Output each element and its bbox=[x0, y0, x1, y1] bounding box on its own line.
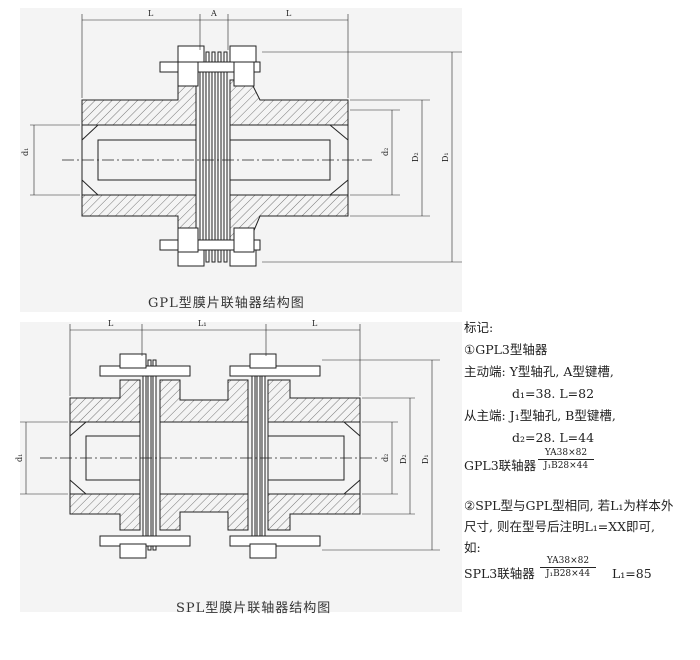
notes-spl3-denominator: J₁B28×44 bbox=[545, 569, 591, 579]
spl-dim-mid-l1: L₁ bbox=[198, 319, 207, 328]
gpl-caption: GPL型膜片联轴器结构图 bbox=[148, 296, 305, 311]
gpl-dim-right-l: L bbox=[286, 9, 292, 18]
gpl-drawing bbox=[30, 14, 462, 267]
notes-driver-values: d₁=38. L=82 bbox=[512, 386, 595, 401]
notes-driver-line: 主动端: Y型轴孔, A型键槽, bbox=[464, 364, 614, 379]
spl-dim-d1-bore: d₁ bbox=[15, 454, 24, 462]
notes-spl3-label: SPL3联轴器 bbox=[464, 566, 535, 581]
notes-driven-line: 从主端: J₁型轴孔, B型键槽, bbox=[464, 408, 616, 423]
gpl-dim-d1-bore: d₁ bbox=[21, 148, 30, 156]
gpl-dim-outer-d1: D₁ bbox=[441, 152, 450, 162]
notes-gpl3-fraction: YA38×82 J₁B28×44 bbox=[538, 448, 594, 471]
spl-dim-outer-d2: D₂ bbox=[399, 454, 408, 464]
spl-caption: SPL型膜片联轴器结构图 bbox=[176, 601, 332, 616]
spl-dim-right-l: L bbox=[312, 319, 318, 328]
notes-spl3-numerator: YA38×82 bbox=[546, 556, 590, 566]
spl-dim-outer-d1: D₁ bbox=[421, 454, 430, 464]
spl-dim-left-l: L bbox=[108, 319, 114, 328]
notes-gpl3-denominator: J₁B28×44 bbox=[543, 461, 589, 471]
notes-driven-values: d₂=28. L=44 bbox=[512, 430, 595, 445]
notes-gpl3-label: GPL3联轴器 bbox=[464, 458, 537, 473]
notes-item1-title: ①GPL3型轴器 bbox=[464, 342, 548, 357]
spl-drawing bbox=[20, 324, 440, 559]
notes-item2-line3: 如: bbox=[464, 540, 481, 555]
notes-item2-line1: ②SPL型与GPL型相同, 若L₁为样本外 bbox=[464, 498, 674, 513]
spl-dim-d2-bore: d₂ bbox=[381, 454, 390, 462]
gpl-dim-d2-bore: d₂ bbox=[381, 148, 390, 156]
notes-gpl3-numerator: YA38×82 bbox=[544, 448, 588, 458]
notes-spl3-fraction: YA38×82 J₁B28×44 bbox=[540, 556, 596, 579]
gpl-dim-outer-d2: D₂ bbox=[411, 152, 420, 162]
gpl-dim-left-l: L bbox=[148, 9, 154, 18]
notes-item2-line2: 尺寸, 则在型号后注明L₁=XX即可, bbox=[464, 519, 656, 534]
notes-spl3-l1: L₁=85 bbox=[612, 566, 652, 581]
notes-title: 标记: bbox=[464, 320, 494, 335]
gpl-dim-gap-a: A bbox=[210, 9, 217, 18]
